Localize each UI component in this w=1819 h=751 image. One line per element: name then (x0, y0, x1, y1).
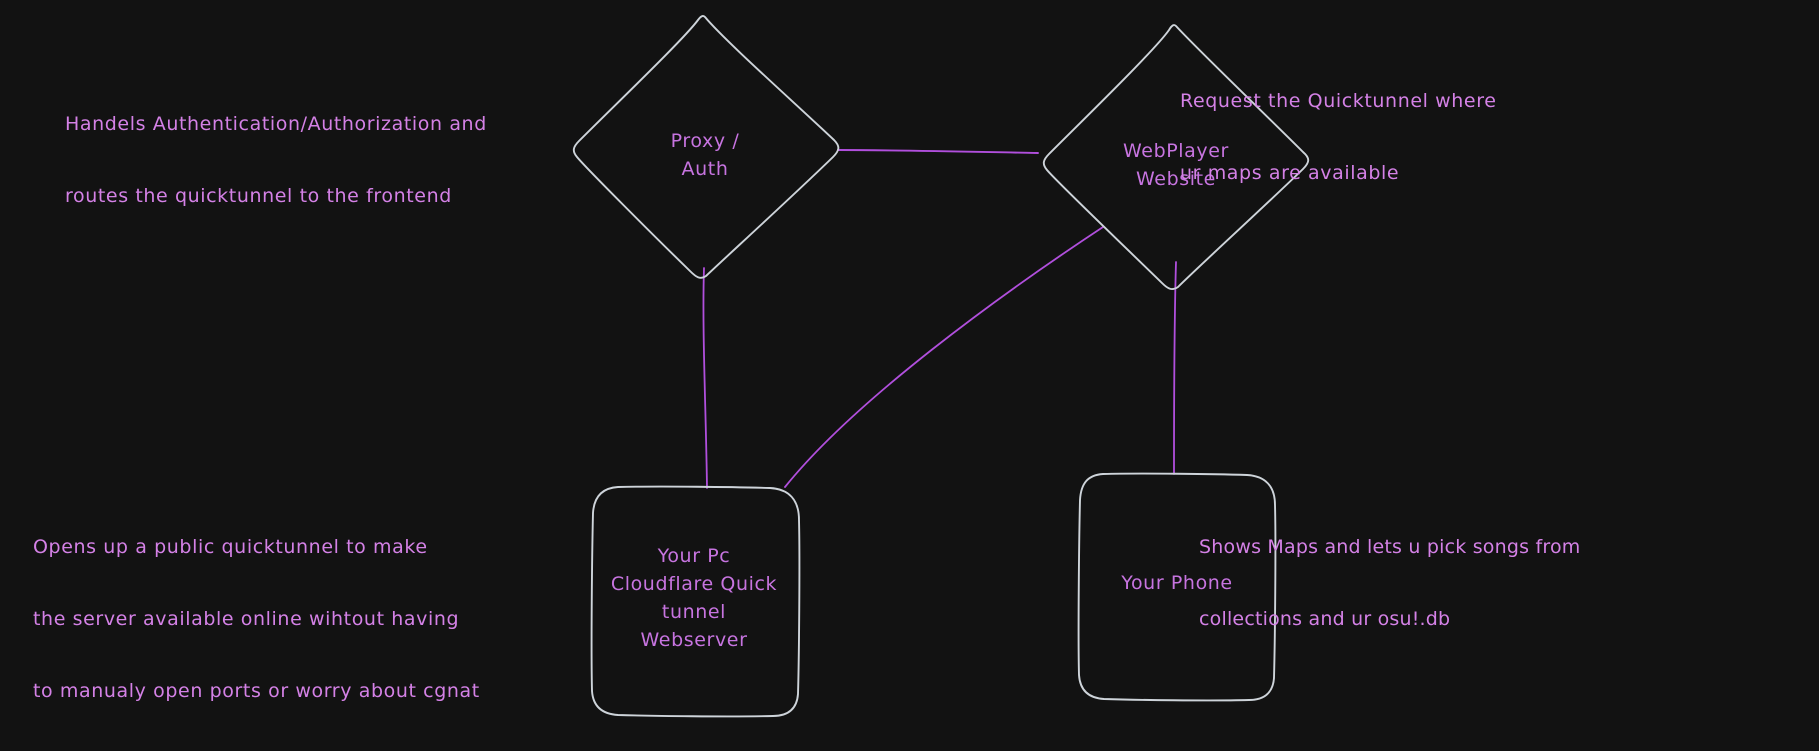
edge-webplayer-to-pc (784, 226, 1104, 488)
edge-proxy-to-pc (702, 267, 708, 489)
node-label-your-phone: Your Phone (1121, 572, 1233, 594)
annotation-phone-note: Shows Maps and lets u pick songs from co… (1199, 487, 1580, 679)
annotation-webplayer-note: Request the Quicktunnel where ur maps ar… (1180, 41, 1497, 233)
node-shape-proxy-auth[interactable] (572, 15, 840, 279)
diagram-shapes-layer (572, 15, 1310, 718)
node-shape-your-pc[interactable] (590, 485, 801, 718)
annotation-line: the server available online wihtout havi… (33, 608, 460, 630)
node-label-your-pc: Your Pc Cloudflare Quick tunnel Webserve… (610, 545, 778, 651)
node-shape-your-phone[interactable] (1077, 472, 1277, 702)
annotation-line: routes the quicktunnel to the frontend (65, 185, 452, 207)
annotation-line: collections and ur osu!.db (1199, 608, 1451, 630)
annotation-line: Opens up a public quicktunnel to make (33, 536, 428, 558)
node-shape-webplayer-website[interactable] (1042, 24, 1310, 291)
annotation-line: to manualy open ports or worry about cgn… (33, 680, 480, 702)
annotation-line: Handels Authentication/Authorization and (65, 113, 487, 135)
annotation-proxy-note: Handels Authentication/Authorization and… (65, 64, 487, 256)
annotation-line: ur maps are available (1180, 162, 1400, 184)
diagram-canvas: Proxy / Auth WebPlayer Website Your Pc C… (33, 15, 1581, 718)
node-label-proxy-auth: Proxy / Auth (670, 130, 740, 180)
annotation-pc-note: Opens up a public quicktunnel to make th… (33, 487, 480, 751)
node-label-webplayer-website: WebPlayer Website (1123, 140, 1229, 190)
annotation-line: Request the Quicktunnel where (1180, 90, 1497, 112)
annotation-line: Shows Maps and lets u pick songs from (1199, 536, 1581, 558)
edge-webplayer-to-phone (1173, 261, 1177, 475)
edge-proxy-to-webplayer (837, 149, 1039, 154)
